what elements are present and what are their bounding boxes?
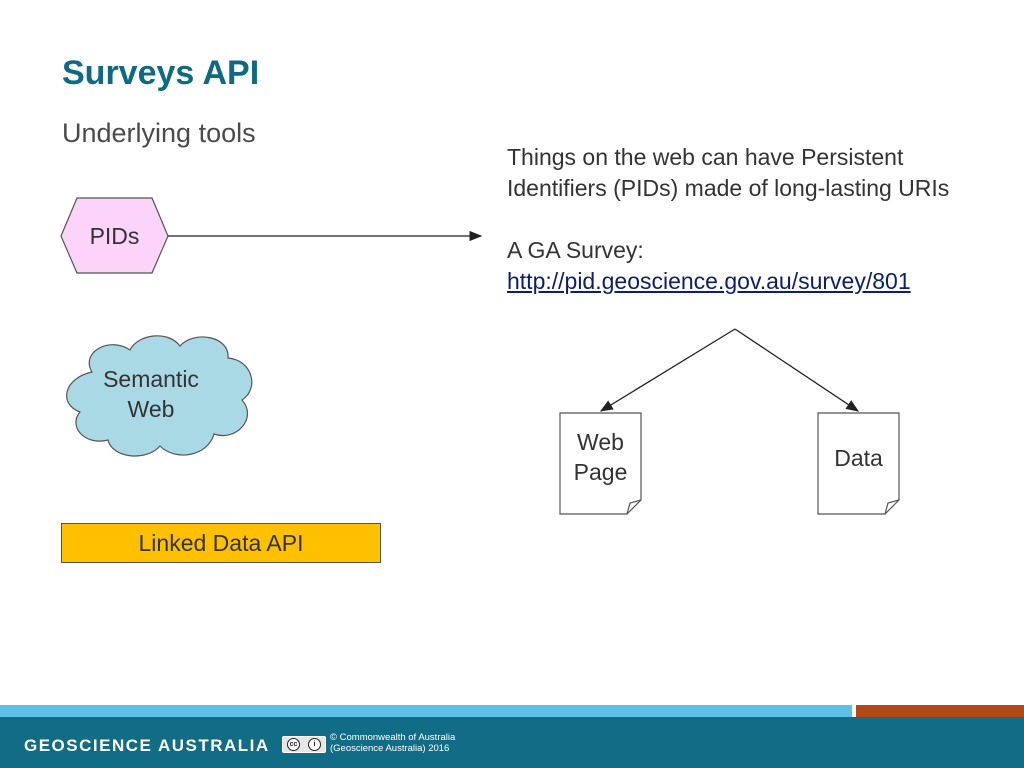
semantic-web-label-line1: Semantic	[103, 366, 199, 392]
pid-description: Things on the web can have Persistent Id…	[507, 144, 950, 201]
pids-hexagon	[60, 197, 169, 274]
web-page-label-line1: Web	[577, 429, 624, 455]
link-to-data-arrow	[734, 328, 860, 412]
survey-label: A GA Survey:	[507, 237, 644, 263]
data-label: Data	[834, 445, 883, 471]
data-document	[817, 412, 900, 515]
web-page-label: Web Page	[560, 427, 641, 487]
footer-brand: GEOSCIENCE AUSTRALIA	[24, 736, 270, 755]
footer-accent-light	[0, 705, 852, 717]
linked-data-api-box: Linked Data API	[61, 523, 381, 563]
semantic-web-label-line2: Web	[127, 396, 175, 422]
copyright-notice: © Commonwealth of Australia (Geoscience …	[330, 732, 455, 754]
copyright-line2: (Geoscience Australia) 2016	[330, 743, 450, 754]
web-page-document	[559, 412, 642, 515]
slide-subtitle: Underlying tools	[62, 118, 256, 148]
semantic-web-label: Semantic Web	[86, 364, 216, 424]
description-text: Things on the web can have Persistent Id…	[507, 142, 977, 297]
semantic-web-cloud	[66, 335, 253, 457]
copyright-line1: © Commonwealth of Australia	[330, 732, 456, 743]
link-to-webpage-arrow	[599, 328, 736, 412]
footer-accent-orange	[856, 705, 1024, 717]
linked-data-api-label: Linked Data API	[138, 529, 304, 556]
web-page-label-line2: Page	[573, 459, 628, 485]
survey-link[interactable]: http://pid.geoscience.gov.au/survey/801	[507, 268, 911, 294]
pids-label: PIDs	[89, 223, 140, 249]
slide-title: Surveys API	[62, 54, 260, 92]
